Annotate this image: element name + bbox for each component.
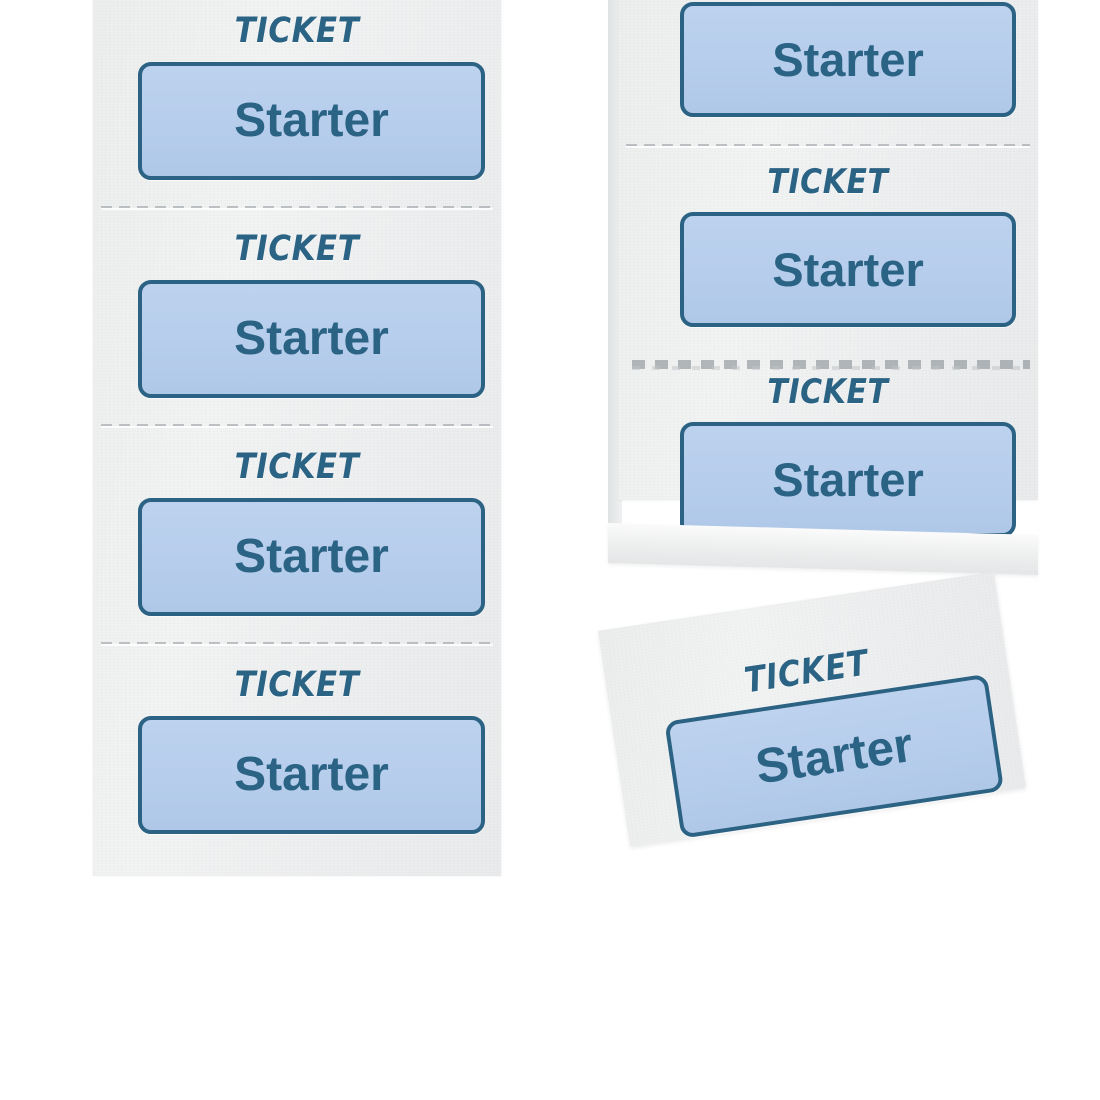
ticket-heading: TICKET <box>767 162 889 202</box>
ticket-label: Starter <box>772 453 924 506</box>
ticket-heading: TICKET <box>767 372 889 412</box>
ticket-label: Starter <box>234 530 389 583</box>
ticket-heading: TICKET <box>234 229 360 269</box>
ticket-strip-left: TICKET Starter TICKET Starter TICKET Sta… <box>93 0 501 876</box>
ticket-row: TICKET Starter <box>93 648 501 866</box>
ticket-label-box: Starter <box>680 2 1016 117</box>
ticket-stack-right-group: TICKET Starter TICKET Starter TICKET Sta… <box>608 0 1038 576</box>
ticket-heading: TICKET <box>234 447 360 487</box>
ticket-stack-right: TICKET Starter TICKET Starter TICKET Sta… <box>618 0 1038 537</box>
ticket-heading: TICKET <box>234 11 360 51</box>
ticket-row: TICKET Starter <box>93 430 501 648</box>
torn-perforation-edge <box>632 360 1030 370</box>
ticket-row: TICKET Starter <box>618 0 1038 150</box>
ticket-row: TICKET Starter <box>618 360 1038 570</box>
ticket-label-box: Starter <box>138 280 485 398</box>
ticket-row: TICKET Starter <box>598 572 1026 847</box>
ticket-row: TICKET Starter <box>93 212 501 430</box>
ticket-label: Starter <box>234 312 389 365</box>
ticket-label-box: Starter <box>138 716 485 834</box>
ticket-row: TICKET Starter <box>93 0 501 212</box>
ticket-label: Starter <box>752 717 917 795</box>
ticket-single-loose: TICKET Starter <box>598 571 1026 847</box>
perforation-line <box>626 144 1030 148</box>
ticket-label-box: Starter <box>680 422 1016 537</box>
perforation-line <box>101 206 493 210</box>
ticket-label-box: Starter <box>138 498 485 616</box>
ticket-label-box: Starter <box>680 212 1016 327</box>
ticket-row: TICKET Starter <box>618 150 1038 360</box>
ticket-label: Starter <box>772 33 924 86</box>
ticket-label-box: Starter <box>138 62 485 180</box>
perforation-line <box>101 424 493 428</box>
perforation-line <box>101 642 493 646</box>
ticket-heading: TICKET <box>234 665 360 705</box>
ticket-label: Starter <box>234 94 389 147</box>
ticket-label: Starter <box>772 243 924 296</box>
ticket-label: Starter <box>234 748 389 801</box>
